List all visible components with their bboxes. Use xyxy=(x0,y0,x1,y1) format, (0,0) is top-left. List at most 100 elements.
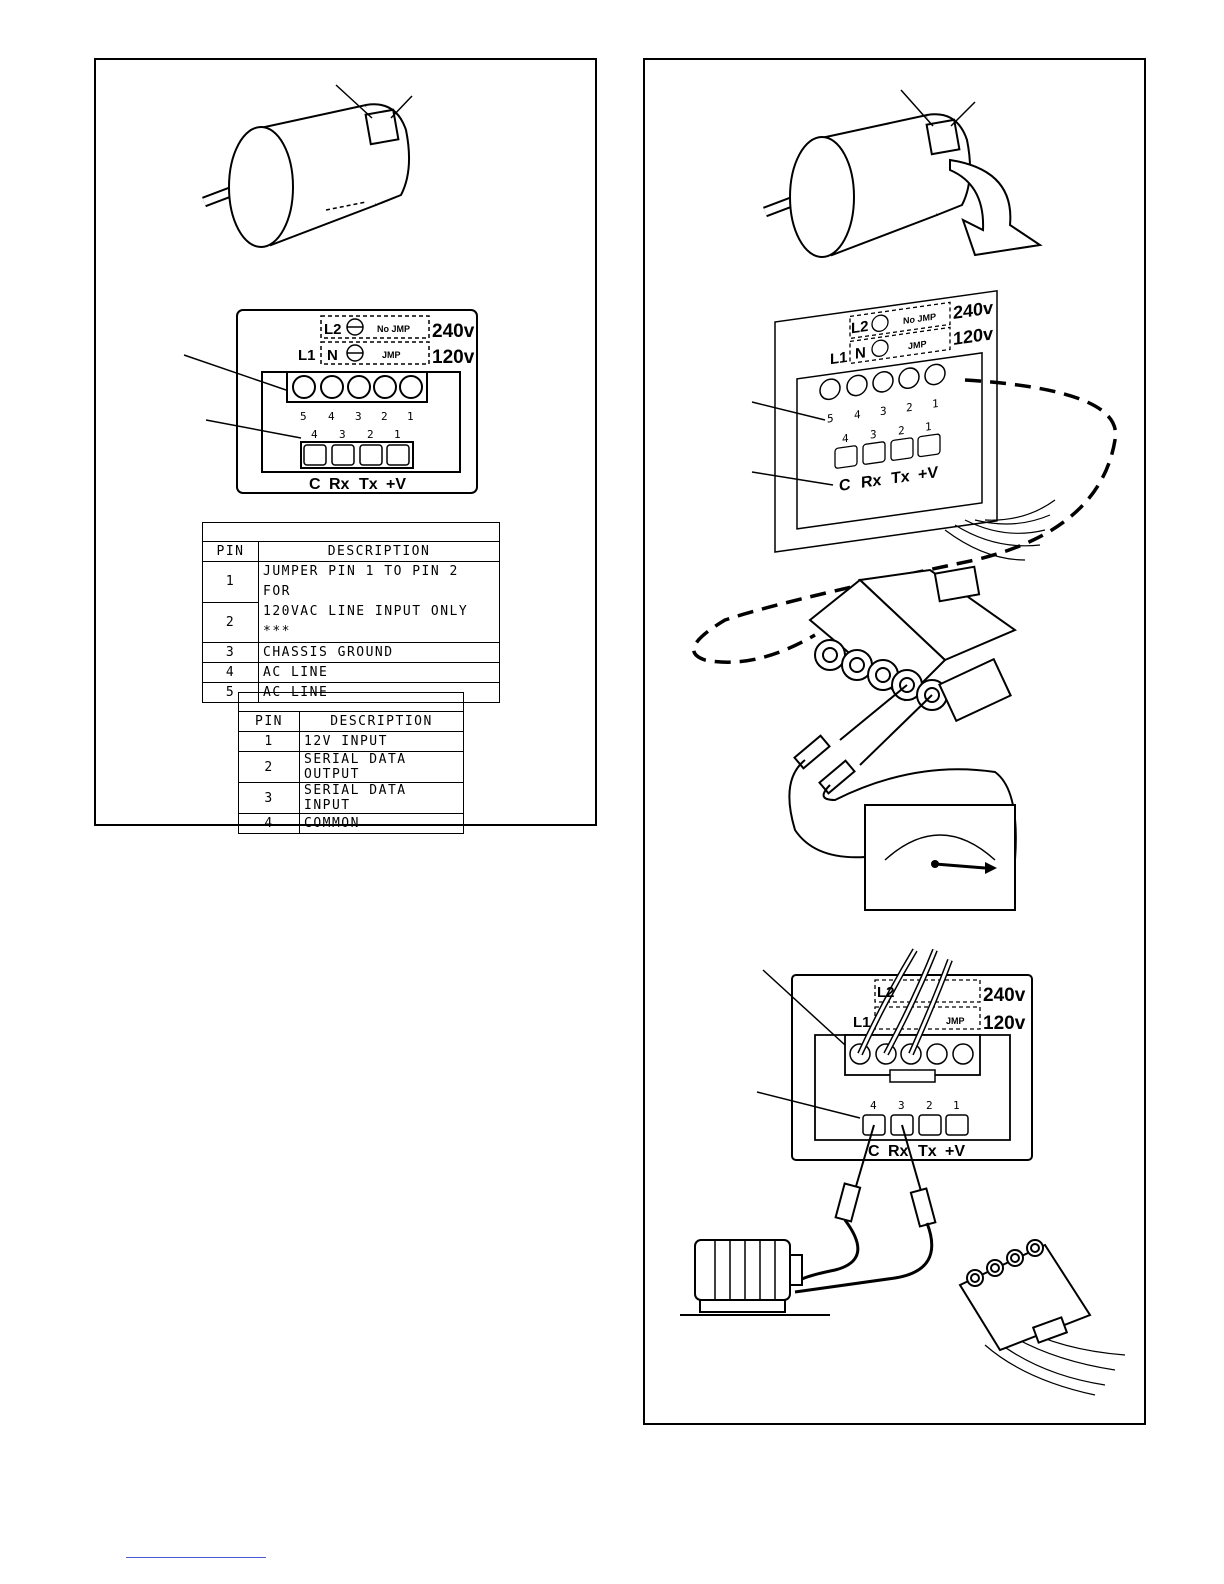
signal-pin-number: 1 xyxy=(925,420,932,434)
signal-connector-pin-table: PIN DESCRIPTION 1 12V INPUT 2 SERIAL DAT… xyxy=(238,692,464,834)
connector-face: L2 No JMP 240v L1 N JMP 120v 5 4 3 2 1 4… xyxy=(774,289,998,553)
no-jmp-label: No JMP xyxy=(903,311,936,326)
table-row: 1 12V INPUT xyxy=(238,731,464,752)
description-cell: AC LINE xyxy=(258,662,500,683)
tx-label: Tx xyxy=(918,1143,937,1160)
connector-face: L2 No JMP 240v L1 N JMP 120v 5 4 3 2 1 4… xyxy=(183,309,478,494)
power-pin-number: 3 xyxy=(355,410,362,423)
signal-pin-number: 2 xyxy=(367,428,374,441)
pin-column-header: PIN xyxy=(202,541,259,562)
table-caption-row xyxy=(202,522,500,542)
power-pin-number: 1 xyxy=(407,410,414,423)
n-label: N xyxy=(855,344,866,362)
l2-label: L2 xyxy=(324,321,342,338)
description-cell: SERIAL DATA INPUT xyxy=(299,782,464,814)
signal-pin-number: 3 xyxy=(339,428,346,441)
rx-label: Rx xyxy=(329,476,350,493)
power-pin-number: 4 xyxy=(854,408,861,422)
l2-label: L2 xyxy=(877,984,895,1001)
description-cell: 12V INPUT xyxy=(299,731,464,752)
tx-label: Tx xyxy=(891,467,910,488)
c-label: C xyxy=(839,475,851,495)
table-row: 2 SERIAL DATA OUTPUT xyxy=(238,751,464,783)
description-column-header: DESCRIPTION xyxy=(258,541,500,562)
signal-pin-number: 3 xyxy=(870,428,877,442)
connector-face-with-plug: L2 240v L1 JMP 120v 4 3 2 1 C Rx Tx +V xyxy=(756,948,1033,1161)
signal-plug-icon xyxy=(958,1239,1126,1396)
no-jmp-label: No JMP xyxy=(377,324,410,334)
c-label: C xyxy=(309,476,321,493)
signal-pin-number: 4 xyxy=(311,428,318,441)
power-pin-number: 2 xyxy=(906,401,913,415)
power-pin-number: 4 xyxy=(328,410,335,423)
pin-cell: 4 xyxy=(238,813,300,834)
pin-cell: 3 xyxy=(202,642,259,663)
120v-label: 120v xyxy=(432,347,475,368)
jmp-label: JMP xyxy=(908,339,926,352)
power-pin-number: 3 xyxy=(880,404,887,418)
footer-link-underline xyxy=(126,1557,266,1558)
description-line: 120VAC LINE INPUT ONLY *** xyxy=(263,604,469,639)
table-row: 4 COMMON xyxy=(238,813,464,834)
l1-label: L1 xyxy=(830,349,847,368)
pin-cell: 1 xyxy=(202,561,259,603)
table-row: 2 xyxy=(202,601,500,643)
pin-cell: 3 xyxy=(238,782,300,814)
l1-label: L1 xyxy=(298,347,316,364)
description-cell: SERIAL DATA OUTPUT xyxy=(299,751,464,783)
signal-pin-number: 3 xyxy=(898,1099,905,1112)
right-diagram: L2 No JMP 240v L1 N JMP 120v 5 4 3 2 1 4… xyxy=(680,89,1126,1396)
table-row: 1 JUMPER PIN 1 TO PIN 2 FOR 120VAC LINE … xyxy=(202,561,500,643)
signal-pin-number: 2 xyxy=(926,1099,933,1112)
c-label: C xyxy=(868,1143,880,1160)
l1-label: L1 xyxy=(853,1014,871,1031)
rx-label: Rx xyxy=(888,1143,909,1160)
pv-label: +V xyxy=(945,1143,965,1160)
signal-pin-number: 2 xyxy=(898,424,905,438)
multimeter-icon xyxy=(864,804,1016,911)
l2-label: L2 xyxy=(851,318,868,337)
pv-label: +V xyxy=(918,463,938,484)
pin-column-header: PIN xyxy=(238,711,300,732)
description-cell: COMMON xyxy=(299,813,464,834)
pin-cell: 2 xyxy=(202,601,259,643)
power-pin-number: 2 xyxy=(381,410,388,423)
motor-illustration xyxy=(202,84,413,248)
meter-probe-leads xyxy=(788,684,1017,861)
right-figure-panel: L2 No JMP 240v L1 N JMP 120v 5 4 3 2 1 4… xyxy=(643,58,1146,1425)
description-line: JUMPER PIN 1 TO PIN 2 FOR xyxy=(263,564,459,599)
power-pin-number: 5 xyxy=(300,410,307,423)
motor-illustration xyxy=(763,89,976,258)
pin-cell: 4 xyxy=(202,662,259,683)
240v-label: 240v xyxy=(983,985,1026,1006)
jmp-label: JMP xyxy=(946,1016,965,1026)
tx-label: Tx xyxy=(359,476,378,493)
rx-label: Rx xyxy=(861,471,881,492)
signal-pin-number: 4 xyxy=(870,1099,877,1112)
pv-label: +V xyxy=(386,476,406,493)
description-cell: JUMPER PIN 1 TO PIN 2 FOR 120VAC LINE IN… xyxy=(258,561,500,643)
signal-pin-number: 1 xyxy=(394,428,401,441)
description-column-header: DESCRIPTION xyxy=(299,711,464,732)
power-pin-number: 5 xyxy=(827,412,834,426)
table-row: 3 CHASSIS GROUND xyxy=(202,642,500,663)
left-diagram: L2 No JMP 240v L1 N JMP 120v 5 4 3 2 1 4… xyxy=(183,84,478,494)
table-caption-row xyxy=(238,692,464,712)
pin-cell: 2 xyxy=(238,751,300,783)
rotate-arrow-icon xyxy=(949,158,1043,257)
test-motor-icon xyxy=(680,1239,830,1316)
120v-label: 120v xyxy=(983,1013,1026,1034)
signal-pin-number: 4 xyxy=(842,432,849,446)
table-row: 3 SERIAL DATA INPUT xyxy=(238,782,464,814)
left-figure-panel: L2 No JMP 240v L1 N JMP 120v 5 4 3 2 1 4… xyxy=(94,58,597,834)
n-label: N xyxy=(327,347,338,364)
table-row: 4 AC LINE xyxy=(202,662,500,683)
wire-harness-plug xyxy=(808,499,1056,723)
power-connector-pin-table: PIN DESCRIPTION 1 JUMPER PIN 1 TO PIN 2 … xyxy=(202,522,500,703)
pin-cell: 1 xyxy=(238,731,300,752)
240v-label: 240v xyxy=(432,321,475,342)
signal-pin-number: 1 xyxy=(953,1099,960,1112)
jmp-label: JMP xyxy=(382,350,401,360)
description-cell: CHASSIS GROUND xyxy=(258,642,500,663)
power-pin-number: 1 xyxy=(932,397,939,411)
